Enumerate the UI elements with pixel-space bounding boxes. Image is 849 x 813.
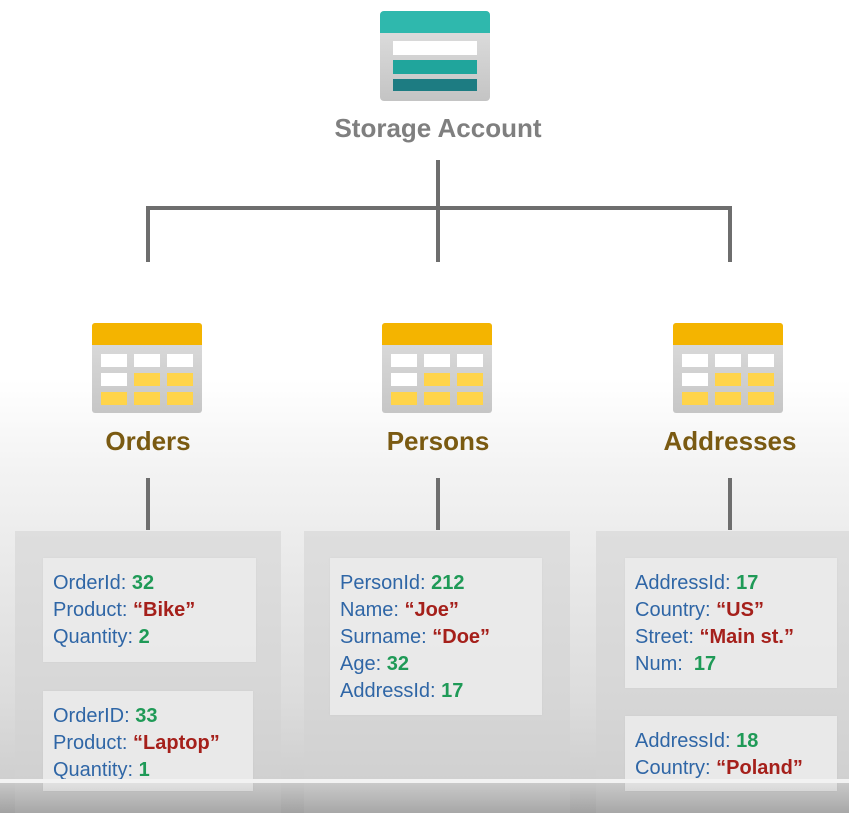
- entity-card-person-1: PersonId: 212 Name: “Joe” Surname: “Doe”…: [330, 558, 542, 715]
- connector-orders-entities: [146, 478, 150, 530]
- property-key: Product:: [53, 599, 134, 621]
- property-value: 33: [135, 705, 158, 727]
- property-row: OrderId: 32: [53, 570, 256, 597]
- property-row: Quantity: 2: [53, 624, 256, 651]
- storage-account-label: Storage Account: [334, 113, 542, 143]
- persons-table-label: Persons: [386, 426, 490, 456]
- connector-persons: [436, 206, 440, 262]
- property-key: Num:: [635, 653, 694, 675]
- property-key: Quantity:: [53, 626, 139, 648]
- property-value: “Bike”: [133, 599, 196, 621]
- property-key: OrderID:: [53, 705, 136, 727]
- storage-account-icon: [380, 11, 490, 101]
- video-progress-bar: [0, 779, 849, 783]
- bottom-shade: [0, 783, 849, 813]
- property-row: Quantity: 1: [53, 757, 253, 784]
- property-value: 212: [431, 572, 465, 594]
- property-row: Country: “US”: [635, 597, 837, 624]
- property-key: PersonId:: [340, 572, 432, 594]
- property-value: “Main st.”: [699, 626, 794, 648]
- property-value: 17: [441, 680, 464, 702]
- property-key: Age:: [340, 653, 387, 675]
- property-row: Street: “Main st.”: [635, 624, 837, 651]
- property-row: Num: 17: [635, 651, 837, 678]
- property-value: “Doe”: [432, 626, 491, 648]
- property-value: 17: [693, 653, 717, 675]
- property-row: Product: “Bike”: [53, 597, 256, 624]
- addresses-table-icon: [673, 323, 783, 413]
- property-key: AddressId:: [340, 680, 442, 702]
- entity-card-order-2: OrderID: 33 Product: “Laptop” Quantity: …: [43, 691, 253, 791]
- property-value: 32: [131, 572, 155, 594]
- property-value: “Poland”: [716, 757, 803, 779]
- property-value: “US”: [716, 599, 764, 621]
- orders-table-icon: [92, 323, 202, 413]
- entity-card-address-1: AddressId: 17 Country: “US” Street: “Mai…: [625, 558, 837, 688]
- property-row: AddressId: 17: [340, 678, 542, 705]
- property-row: Country: “Poland”: [635, 755, 837, 782]
- entity-card-address-2: AddressId: 18 Country: “Poland”: [625, 716, 837, 791]
- connector-orders: [146, 206, 150, 262]
- property-row: AddressId: 17: [635, 570, 837, 597]
- persons-table-icon: [382, 323, 492, 413]
- connector-addresses-entities: [728, 478, 732, 530]
- property-key: AddressId:: [635, 572, 737, 594]
- property-row: OrderID: 33: [53, 703, 253, 730]
- property-key: OrderId:: [53, 572, 132, 594]
- property-key: Street:: [635, 626, 700, 648]
- property-value: “Laptop”: [133, 732, 220, 754]
- property-key: Name:: [340, 599, 405, 621]
- property-row: PersonId: 212: [340, 570, 542, 597]
- property-key: AddressId:: [635, 730, 737, 752]
- property-key: Country:: [635, 757, 717, 779]
- orders-table-label: Orders: [105, 426, 191, 456]
- property-row: AddressId: 18: [635, 728, 837, 755]
- property-value: 18: [736, 730, 759, 752]
- property-key: Product:: [53, 732, 134, 754]
- connector-persons-entities: [436, 478, 440, 530]
- property-row: Age: 32: [340, 651, 542, 678]
- property-value: 17: [736, 572, 759, 594]
- property-key: Quantity:: [53, 759, 139, 781]
- property-row: Product: “Laptop”: [53, 730, 253, 757]
- addresses-table-label: Addresses: [663, 426, 797, 456]
- property-value: 32: [386, 653, 409, 675]
- property-value: 1: [138, 759, 150, 781]
- property-row: Name: “Joe”: [340, 597, 542, 624]
- property-value: “Joe”: [404, 599, 459, 621]
- entity-card-order-1: OrderId: 32 Product: “Bike” Quantity: 2: [43, 558, 256, 662]
- connector-addresses: [728, 206, 732, 262]
- connector-trunk: [436, 160, 440, 232]
- property-value: 2: [138, 626, 150, 648]
- property-key: Country:: [635, 599, 717, 621]
- property-key: Surname:: [340, 626, 433, 648]
- property-row: Surname: “Doe”: [340, 624, 542, 651]
